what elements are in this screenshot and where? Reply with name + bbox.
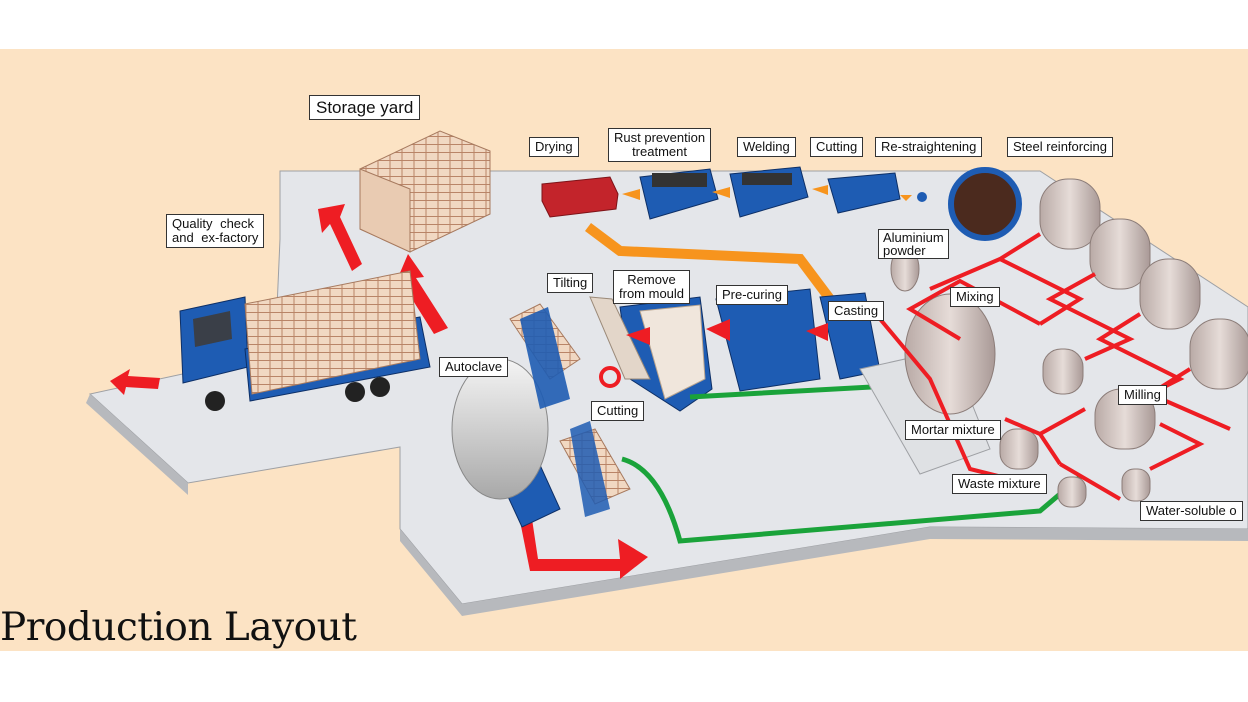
label-autoclave: Autoclave (439, 357, 509, 377)
arrow-exit (110, 369, 160, 395)
label-cutting-top: Cutting (810, 137, 864, 157)
steel-coil (948, 167, 1022, 241)
green-waste-line (621, 456, 1082, 544)
label-milling: Milling (1118, 385, 1167, 405)
arrow-yard-down (318, 204, 362, 271)
autoclave-area (451, 303, 631, 528)
silos (999, 178, 1248, 508)
label-welding: Welding (737, 137, 796, 157)
label-casting: Casting (828, 301, 885, 321)
orange-flow-line (585, 223, 834, 302)
truck (179, 270, 431, 411)
label-rust-prevention: Rust prevention treatment (608, 128, 712, 162)
label-drying: Drying (529, 137, 579, 157)
floor-edge (400, 527, 1248, 616)
page-title: Production Layout (0, 605, 357, 650)
storage-yard-stacks (359, 130, 491, 253)
top-line-machines (541, 166, 1022, 241)
label-mixing: Mixing (950, 287, 1000, 307)
label-tilting: Tilting (547, 273, 594, 293)
label-pre-curing: Pre-curing (716, 285, 788, 305)
red-pipes (878, 232, 1231, 501)
label-waste-mixture: Waste mixture (952, 474, 1047, 494)
floor-left-edge (86, 394, 188, 495)
label-remove-from-mould: Remove from mould (613, 270, 691, 304)
label-aluminium-powder: Aluminium powder (878, 229, 949, 259)
label-quality-check: Quality check and ex-factory (166, 214, 265, 248)
drying-unit (541, 176, 619, 218)
label-mortar-mixture: Mortar mixture (905, 420, 1001, 440)
label-storage-yard: Storage yard (309, 95, 421, 120)
label-water-soluble: Water-soluble o (1140, 501, 1243, 521)
arrow-bottom-u (520, 519, 648, 579)
mould-line (589, 288, 881, 412)
label-re-straightening: Re-straightening (875, 137, 983, 157)
label-cutting-bottom: Cutting (591, 401, 645, 421)
cutting-unit (827, 172, 901, 214)
factory-floor-illustration (86, 130, 1248, 616)
diagram-stage: Storage yard Quality check and ex-factor… (0, 49, 1248, 651)
label-steel-reinforcing: Steel reinforcing (1007, 137, 1113, 157)
